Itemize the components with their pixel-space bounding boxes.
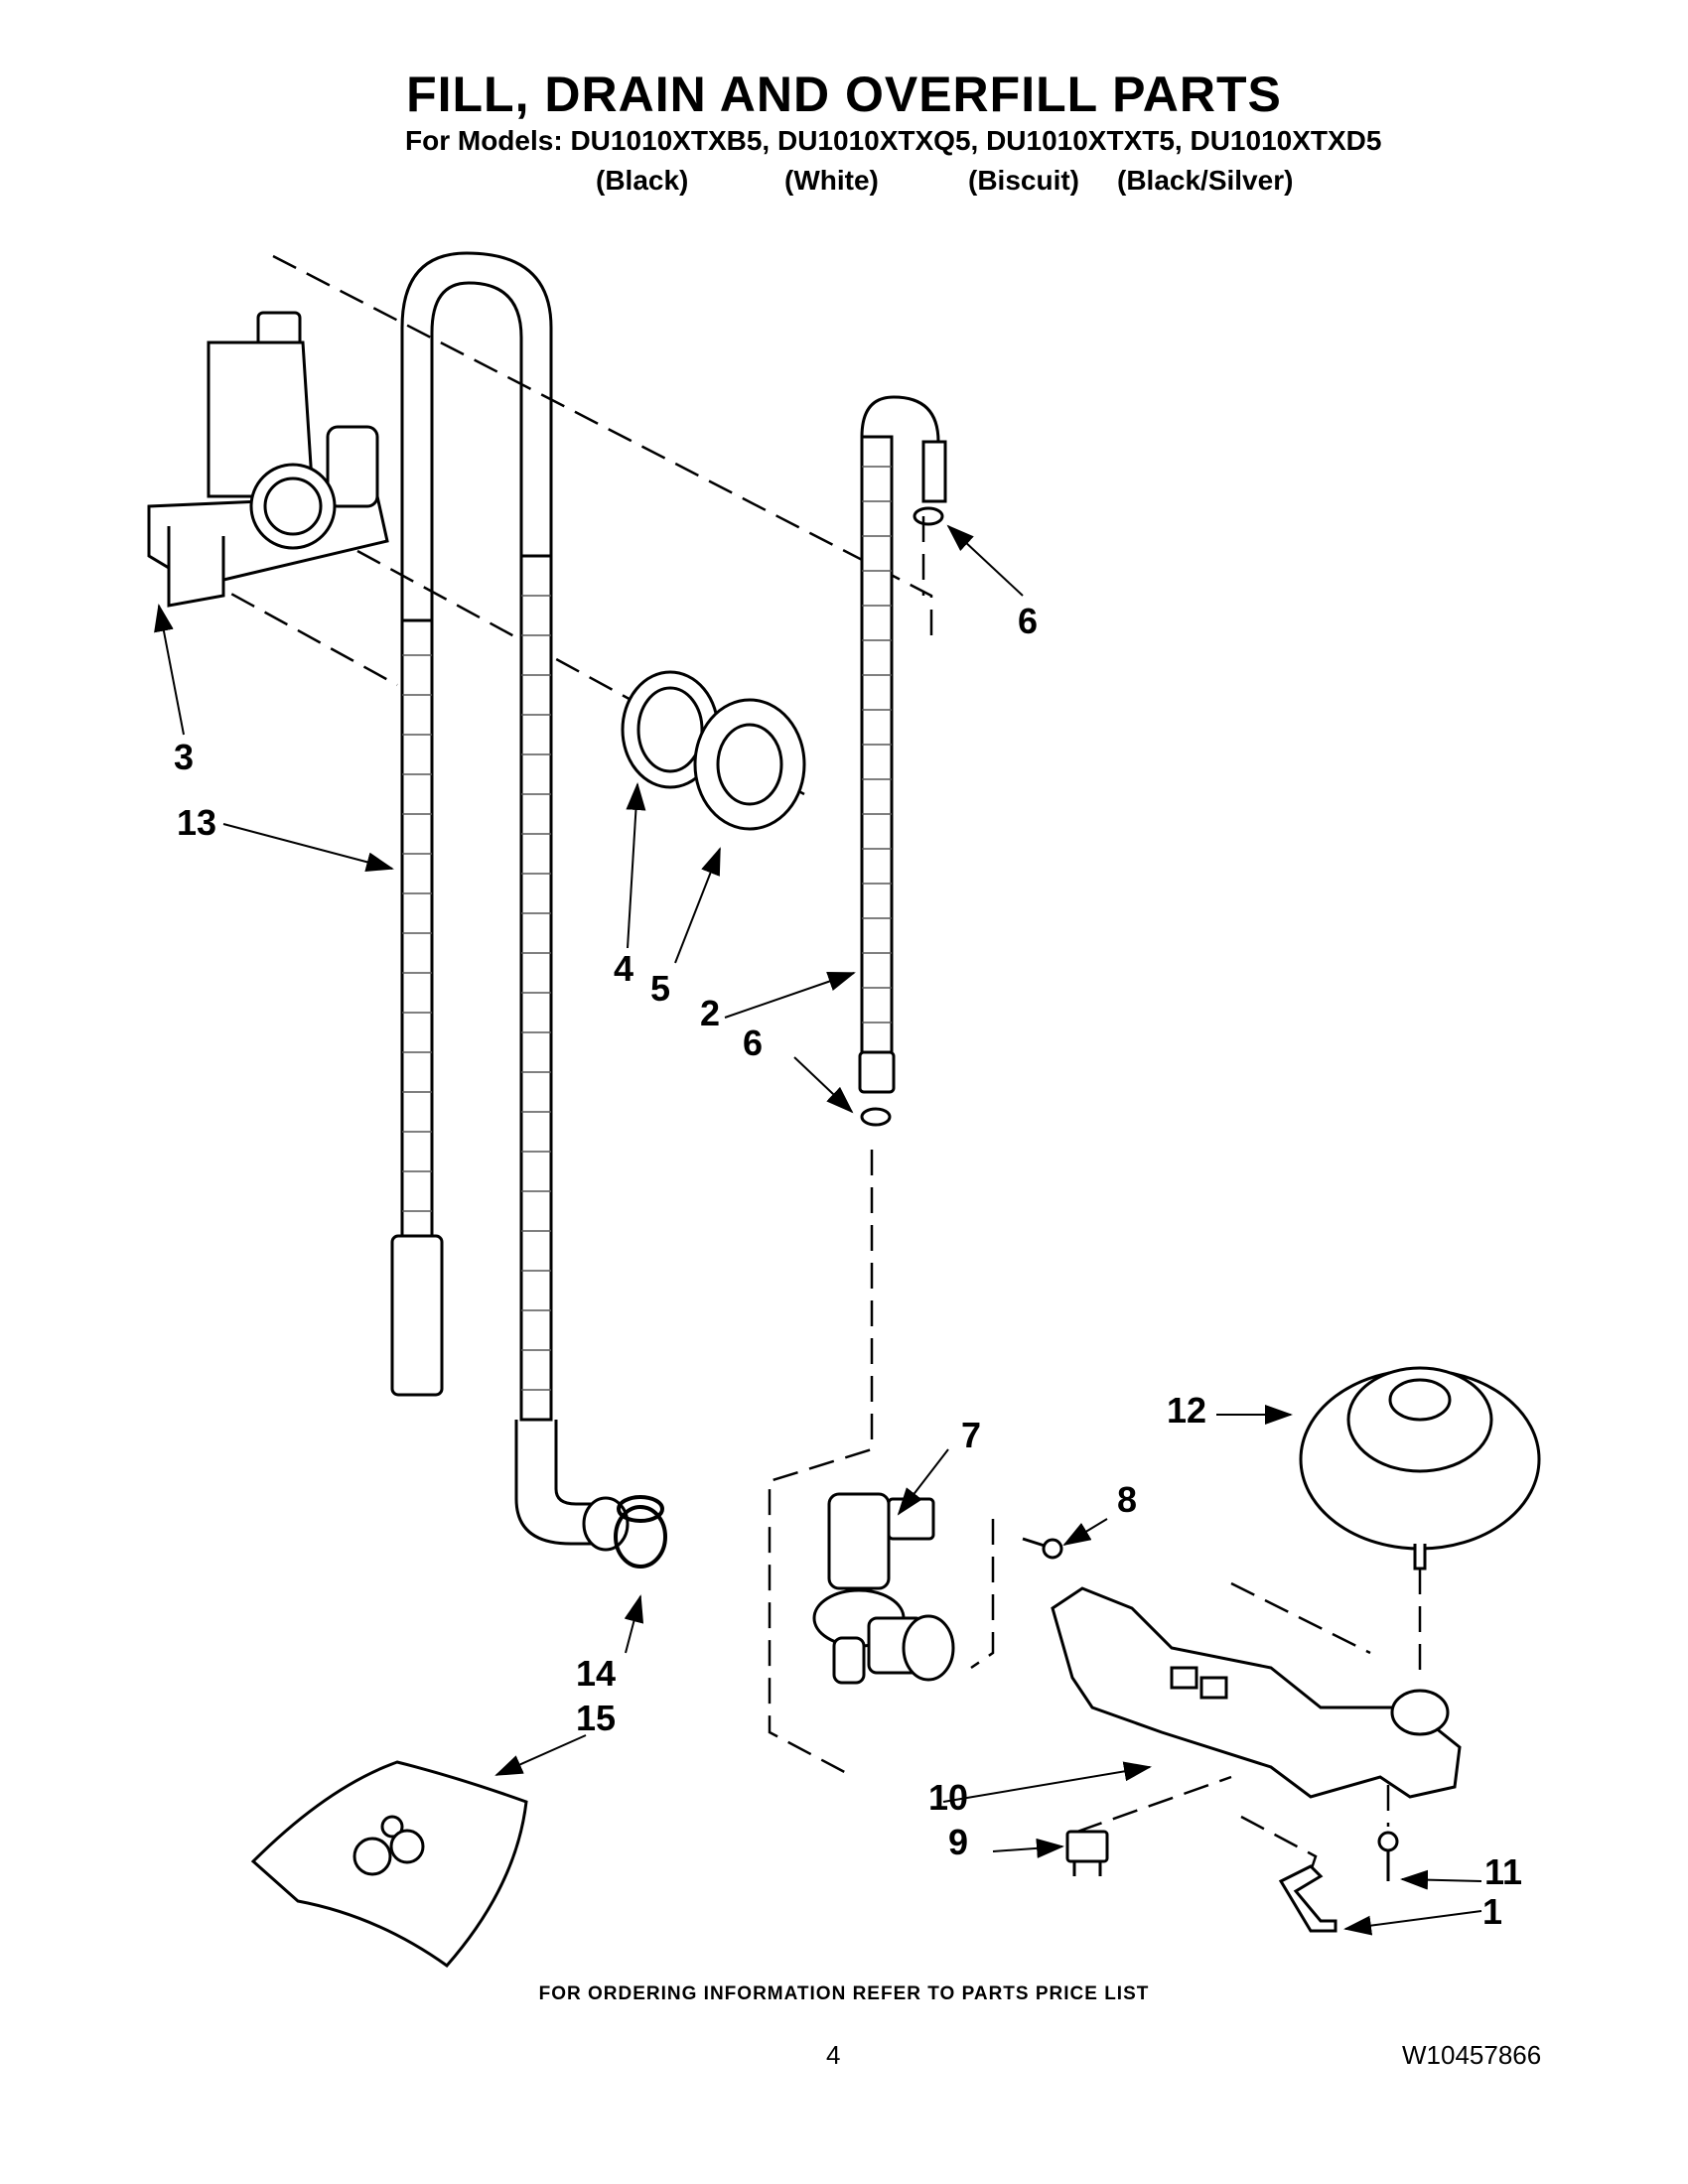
callout-2: 2 <box>700 993 721 1033</box>
callout-6-top: 6 <box>1018 601 1039 641</box>
model-color-white: (White) <box>784 165 879 196</box>
callout-14: 14 <box>576 1653 617 1694</box>
callout-1: 1 <box>1482 1891 1503 1932</box>
model-color-biscuit: (Biscuit) <box>968 165 1079 196</box>
float-part <box>1299 1366 1541 1570</box>
callout-3: 3 <box>174 737 195 777</box>
callout-12: 12 <box>1167 1390 1207 1431</box>
callout-9: 9 <box>948 1822 969 1862</box>
callout-13: 13 <box>177 802 217 843</box>
parts-bag-part <box>250 1760 528 1969</box>
callout-5: 5 <box>650 968 671 1009</box>
fill-hose-ribs <box>862 466 892 1024</box>
overfill-switch-part <box>1065 1830 1109 1876</box>
model-color-black: (Black) <box>596 165 689 196</box>
callout-7: 7 <box>961 1415 982 1455</box>
footer-note: FOR ORDERING INFORMATION REFER TO PARTS … <box>538 1983 1150 2004</box>
callout-10: 10 <box>928 1777 969 1818</box>
air-gap-funnel-part <box>147 311 389 608</box>
bracket-screw-part <box>1377 1831 1399 1881</box>
callout-15: 15 <box>576 1698 617 1738</box>
callout-6-bottom: 6 <box>743 1023 764 1063</box>
drain-clamp-part <box>614 1495 667 1569</box>
inlet-valve-part <box>812 1492 955 1685</box>
models-line: For Models: DU1010XTXB5, DU1010XTXQ5, DU… <box>405 125 1382 156</box>
callout-11: 11 <box>1484 1851 1523 1892</box>
callout-8: 8 <box>1117 1479 1138 1520</box>
model-color-black-silver: (Black/Silver) <box>1117 165 1294 196</box>
screw-part <box>1022 1537 1063 1560</box>
drain-hose-part <box>390 251 630 1552</box>
page-title: FILL, DRAIN AND OVERFILL PARTS <box>406 67 1282 122</box>
leader-lines <box>154 524 1482 1936</box>
actuator-arm-part <box>1278 1864 1337 1933</box>
nut-part <box>693 698 806 831</box>
document-number: W10457866 <box>1402 2040 1542 2070</box>
drain-hose-ribs <box>402 595 551 1391</box>
fill-hose-part <box>858 395 947 1127</box>
page-number: 4 <box>826 2040 841 2070</box>
assembly-lines <box>198 254 1422 1872</box>
callout-4: 4 <box>614 948 634 989</box>
float-bracket-part <box>1051 1586 1462 1799</box>
